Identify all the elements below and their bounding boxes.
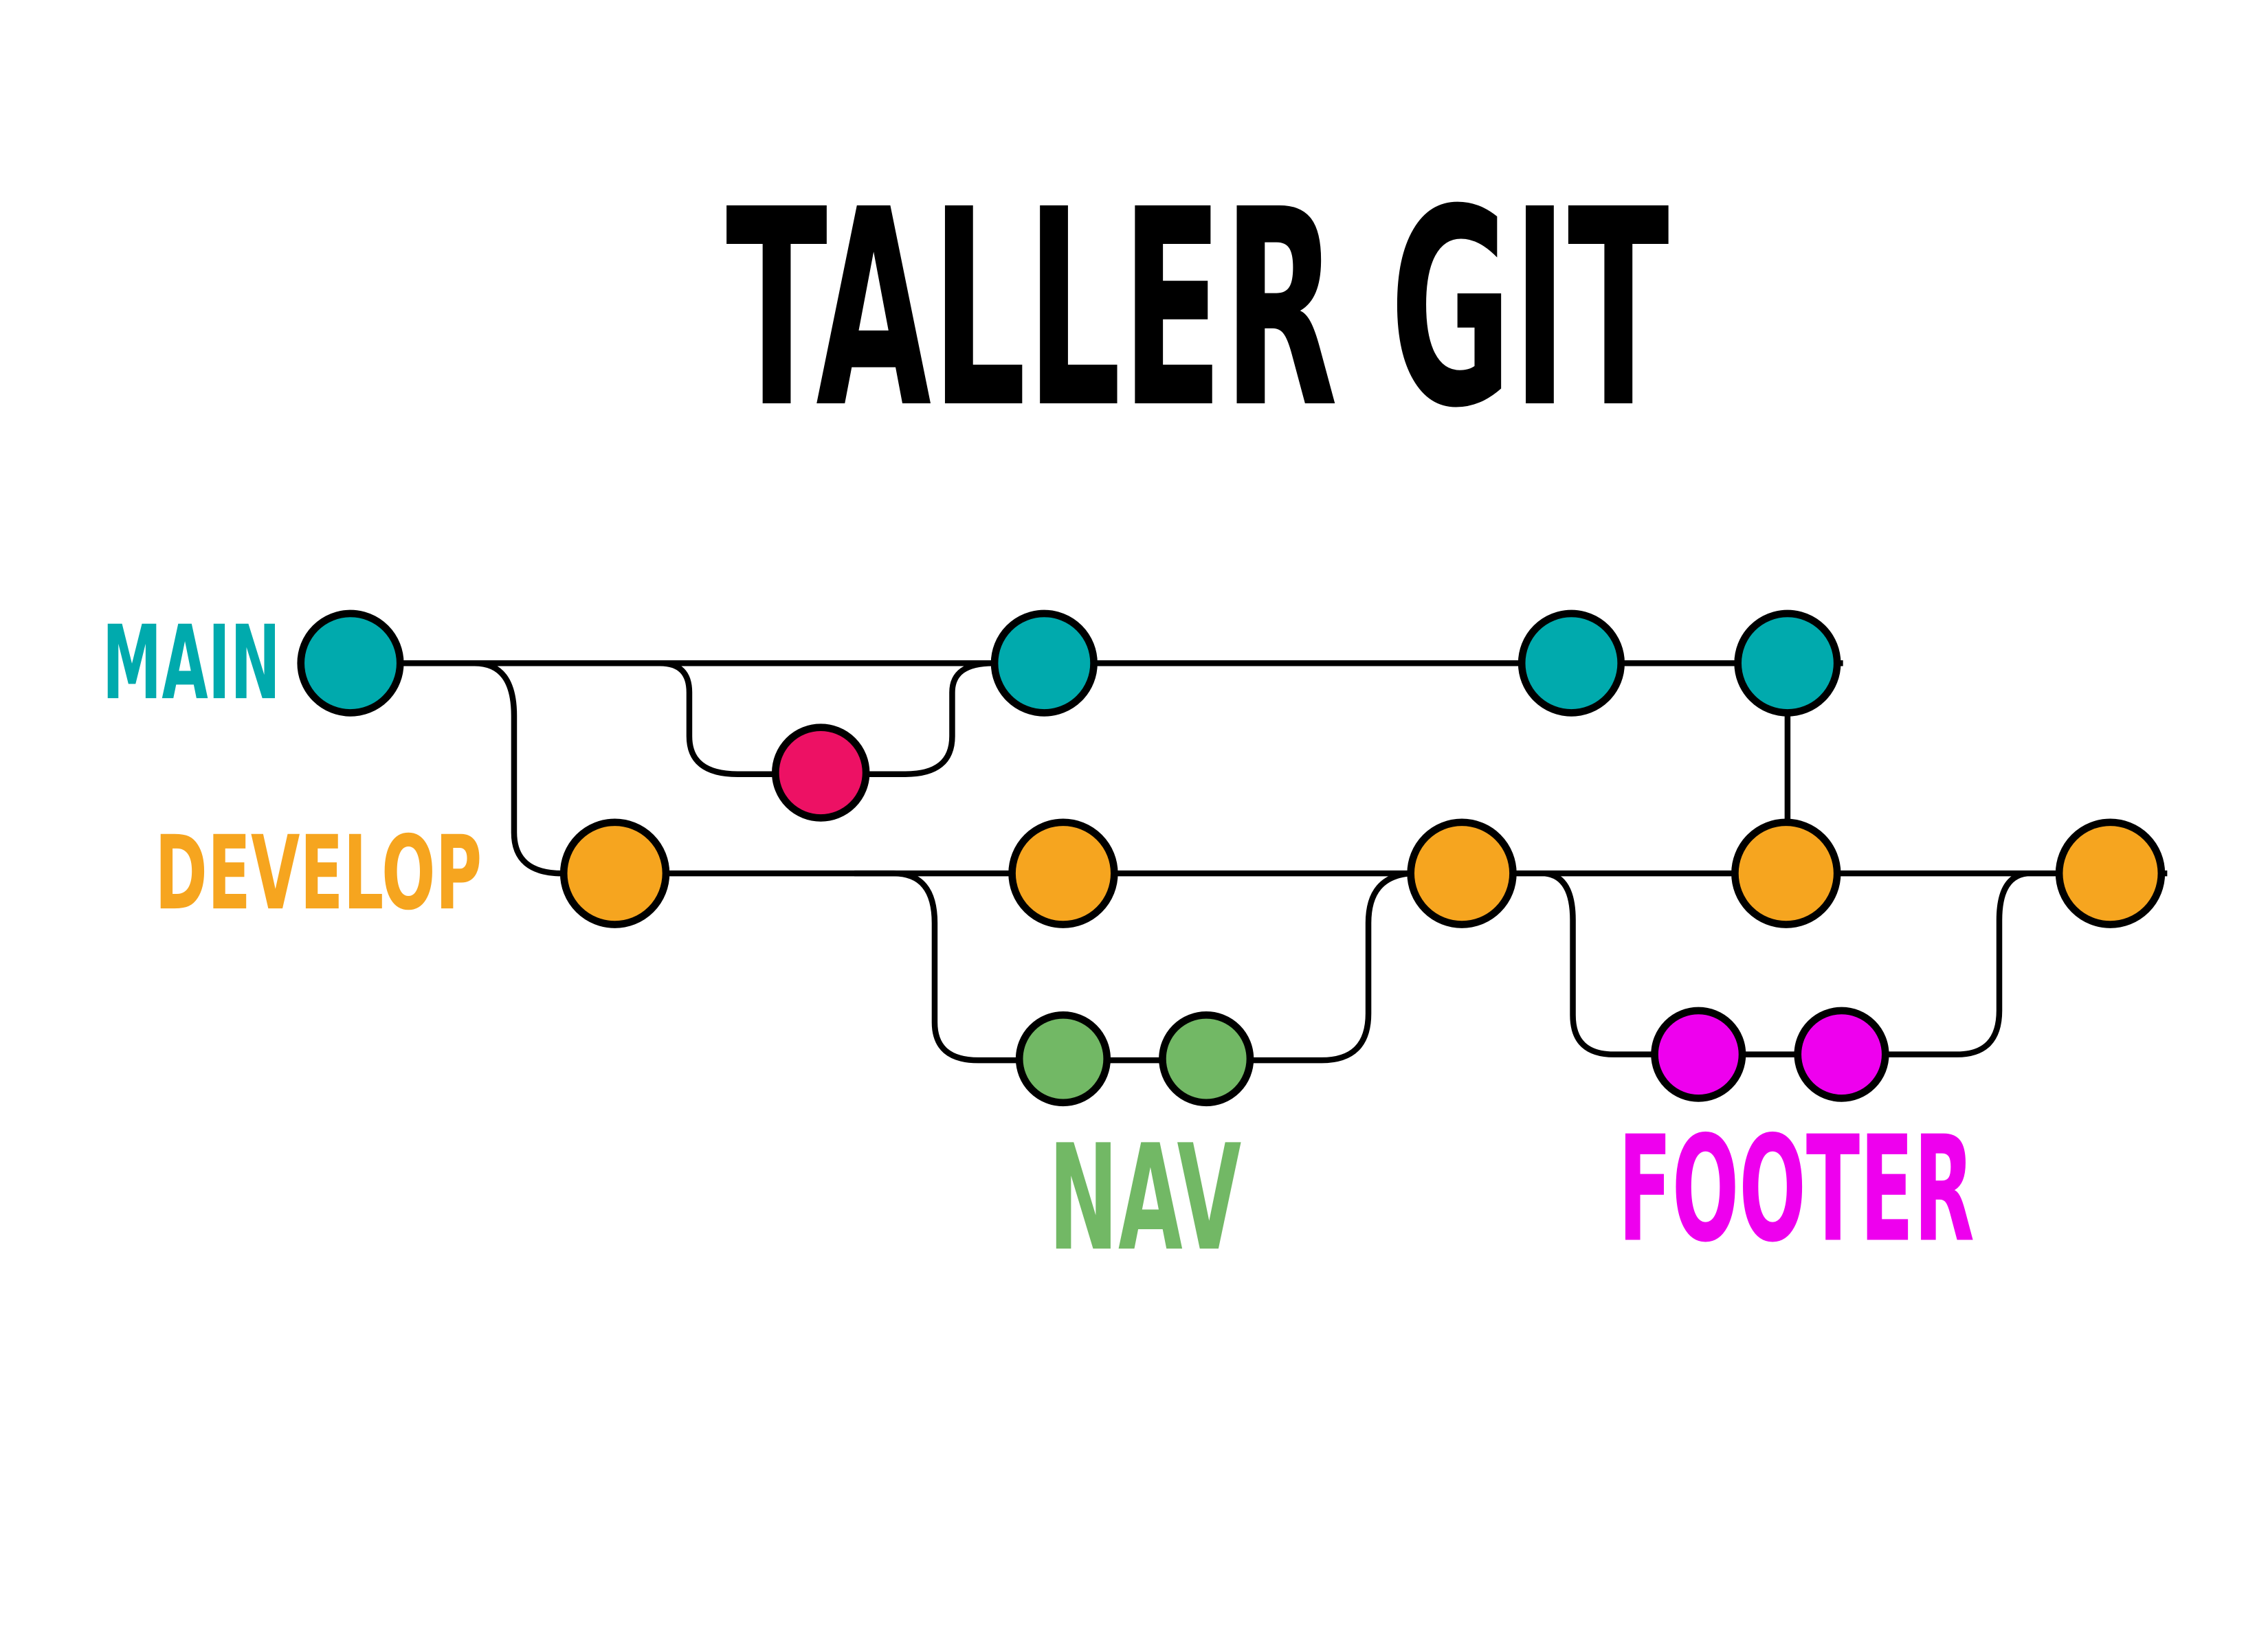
hotfix-merge-line [866, 660, 993, 777]
commit-d4 [1731, 818, 1841, 928]
commit-d1 [559, 818, 670, 928]
commit-d2 [1008, 818, 1118, 928]
commit-n2 [1159, 1011, 1254, 1107]
footer-merge-line [1887, 870, 2028, 1057]
nav-branch-line [854, 870, 1020, 1064]
commit-m1 [297, 609, 404, 717]
hotfix-branch-line [583, 660, 777, 777]
develop-branch-line [401, 660, 563, 877]
commit-f1 [1651, 1007, 1746, 1102]
commit-m4 [1734, 609, 1841, 717]
nav-merge-line [1252, 870, 1412, 1064]
branch-label-main: MAIN [102, 604, 280, 723]
commit-f2 [1794, 1007, 1889, 1102]
commit-m3 [1517, 609, 1625, 717]
commit-n1 [1015, 1011, 1111, 1107]
diagram-title: TALLER GIT [726, 152, 1670, 468]
commit-m2 [990, 609, 1098, 717]
commit-nodes [297, 609, 2166, 1107]
commit-d5 [2055, 818, 2166, 928]
footer-branch-line [1544, 870, 1655, 1057]
branch-label-nav: NAV [1049, 1114, 1241, 1283]
branch-label-develop: DEVELOP [155, 814, 482, 933]
commit-d3 [1407, 818, 1517, 928]
commit-h1 [772, 723, 870, 822]
branch-lines [350, 660, 2168, 1064]
branch-label-footer: FOOTER [1618, 1106, 1974, 1275]
